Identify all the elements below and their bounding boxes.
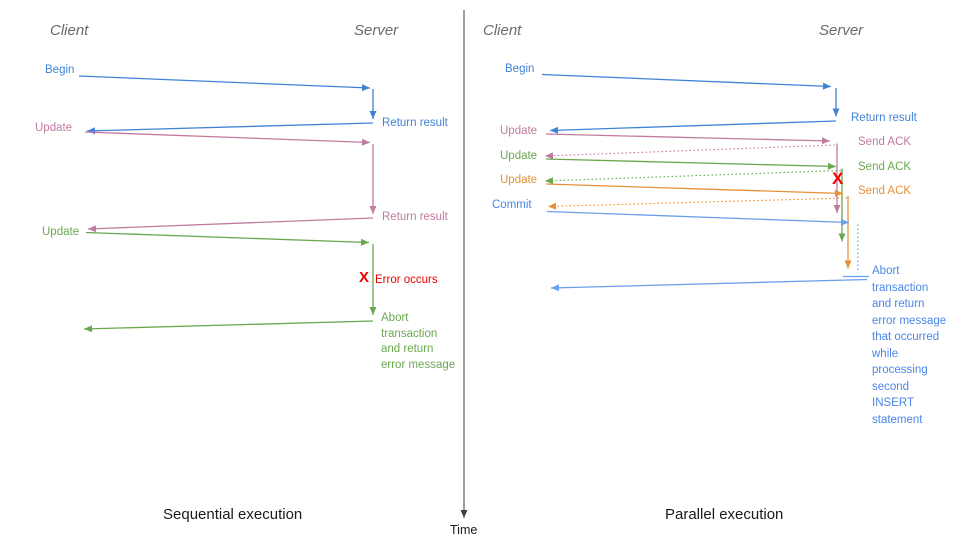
left-server-header: Server (354, 22, 399, 39)
right-begin-flow (541, 73, 840, 134)
right-update1-flow (544, 133, 841, 213)
right-update-2-label: Update (500, 150, 538, 162)
right-error-x-icon: X (832, 169, 844, 188)
left-update2-flow (83, 231, 377, 333)
left-return-result-1-label: Return result (382, 117, 448, 129)
right-update1-request-line (545, 133, 831, 145)
right-return-result-label: Return result (851, 112, 917, 124)
left-begin-request-line (78, 75, 371, 92)
right-server-header: Server (819, 22, 864, 39)
left-begin-response-line (86, 122, 374, 135)
left-update1-response-line (87, 217, 374, 233)
left-return-result-2-label: Return result (382, 211, 448, 223)
left-update2-response-line (83, 320, 374, 333)
left-abort-message: Abort transaction and return error messa… (381, 312, 456, 371)
time-axis-label: Time (450, 523, 478, 537)
left-client-header: Client (50, 22, 89, 39)
left-begin-label: Begin (45, 64, 75, 76)
right-begin-label: Begin (505, 63, 535, 75)
right-update-1-label: Update (500, 125, 538, 137)
left-update-2-label: Update (42, 226, 80, 238)
left-caption: Sequential execution (163, 506, 303, 523)
right-update-3-label: Update (500, 174, 538, 186)
right-commit-flow (546, 210, 869, 292)
left-error-label: Error occurs (375, 274, 438, 286)
right-update2-ack-line (544, 169, 842, 185)
right-update3-ack-line (547, 197, 848, 210)
right-update2-flow (544, 158, 846, 242)
left-begin-flow (78, 75, 377, 135)
left-update1-flow (84, 131, 377, 233)
left-update1-request-line (84, 131, 371, 146)
right-send-ack-2-label: Send ACK (858, 161, 912, 173)
right-begin-request-line (541, 73, 832, 90)
right-update1-ack-line (544, 144, 836, 160)
right-commit-label: Commit (492, 199, 532, 211)
right-send-ack-1-label: Send ACK (858, 136, 912, 148)
right-update2-request-line (545, 158, 837, 170)
right-update3-request-line (545, 183, 844, 197)
right-update3-flow (545, 183, 852, 269)
right-begin-response-line (549, 120, 837, 134)
right-client-header: Client (483, 22, 522, 39)
right-commit-request-line (546, 210, 850, 226)
right-caption: Parallel execution (665, 506, 784, 523)
right-abort-response-line (550, 278, 868, 292)
right-send-ack-3-label: Send ACK (858, 185, 912, 197)
left-error-x-icon: X (359, 269, 370, 286)
left-update2-request-line (85, 231, 370, 246)
right-abort-message: Abort transaction and return error messa… (872, 265, 947, 426)
left-update-1-label: Update (35, 122, 73, 134)
